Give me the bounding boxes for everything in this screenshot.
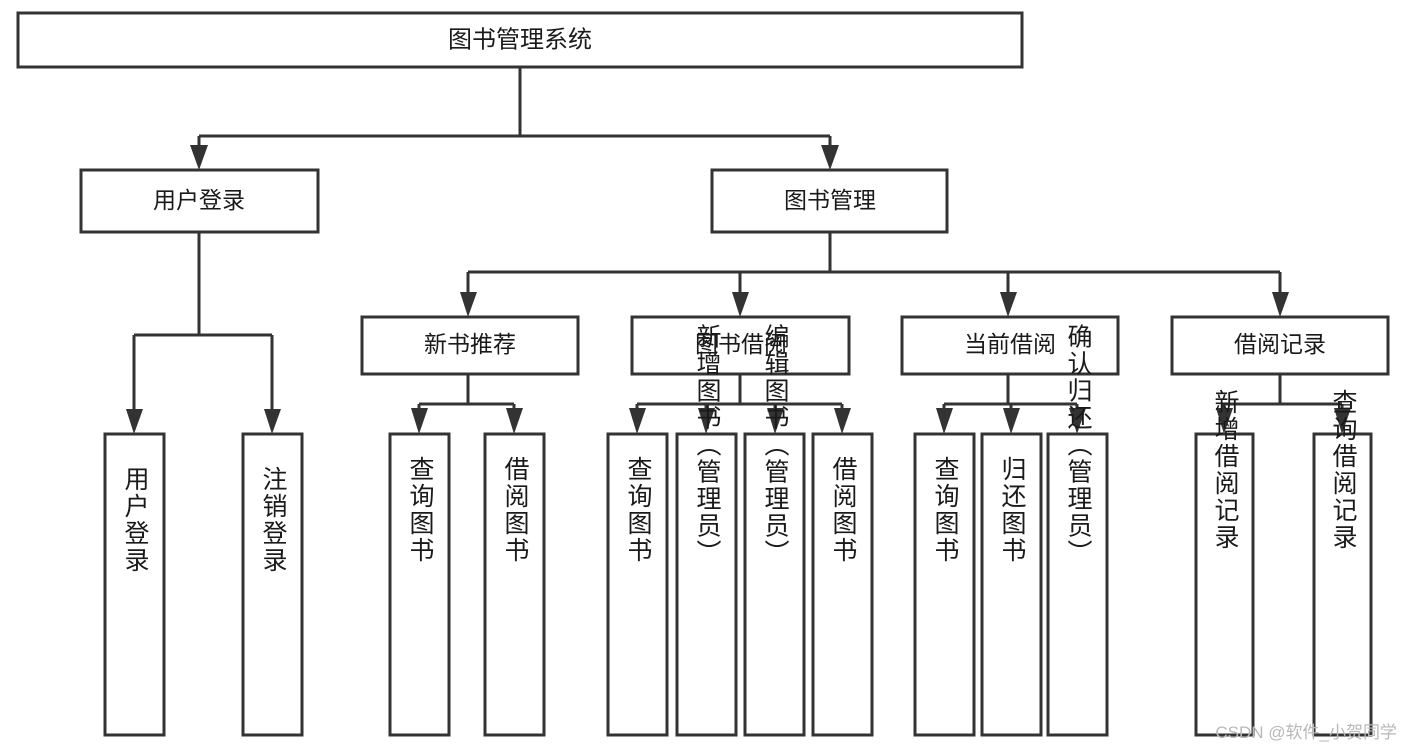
node-leaf-borrow-book-1-label: 借阅图书	[501, 456, 530, 564]
node-book-manage-box[interactable]	[710, 168, 949, 234]
node-leaf-logout-box[interactable]	[241, 432, 304, 737]
node-leaf-logout[interactable]: 注销登录	[241, 432, 304, 737]
arrow-head-leaf-return-book	[1003, 408, 1020, 434]
node-current-borrow[interactable]: 当前借阅	[900, 315, 1120, 376]
arrow-head-borrow-record	[1272, 292, 1289, 317]
node-borrow-record[interactable]: 借阅记录	[1170, 315, 1390, 376]
node-leaf-query-book-3-label: 查询图书	[931, 456, 960, 564]
arrow-head-user-login	[190, 145, 208, 170]
node-leaf-confirm-return-label: 确认归还（管理员）	[1064, 324, 1093, 567]
arrow-head-book-manage	[821, 145, 839, 170]
node-root-box[interactable]	[16, 11, 1024, 69]
node-book-borrow[interactable]: 图书借阅	[630, 315, 851, 376]
arrow-head-leaf-edit-book	[767, 408, 784, 434]
node-book-manage[interactable]: 图书管理	[710, 168, 949, 234]
node-leaf-query-book-3-box[interactable]	[913, 432, 976, 737]
node-leaf-add-record-label: 新增借阅记录	[1211, 389, 1240, 551]
node-leaf-return-book-box[interactable]	[980, 432, 1043, 737]
node-leaf-user-login[interactable]: 用户登录	[103, 432, 166, 737]
node-current-borrow-box[interactable]	[900, 315, 1120, 376]
arrow-head-leaf-user-login	[126, 409, 143, 434]
node-new-book-rec[interactable]: 新书推荐	[360, 315, 580, 376]
node-leaf-borrow-book-2[interactable]: 借阅图书	[811, 432, 874, 737]
arrow-head-leaf-add-book	[698, 408, 715, 434]
connector-layer	[126, 67, 1351, 434]
node-leaf-user-login-box[interactable]	[103, 432, 166, 737]
arrow-head-leaf-query-book-1	[411, 408, 428, 434]
node-user-login-label: 用户登录	[153, 187, 245, 213]
node-leaf-query-record-label: 查询借阅记录	[1329, 389, 1358, 551]
node-leaf-borrow-book-1[interactable]: 借阅图书	[483, 432, 546, 737]
node-leaf-add-record[interactable]: 新增借阅记录	[1194, 389, 1255, 737]
arrow-head-leaf-query-book-2	[629, 408, 646, 434]
arrow-head-current-borrow	[1000, 292, 1017, 317]
node-book-borrow-label: 图书借阅	[695, 331, 787, 357]
node-leaf-logout-label: 注销登录	[259, 466, 288, 574]
node-leaf-add-book-label: 新增图书（管理员）	[693, 324, 722, 567]
arrow-head-new-book-rec	[460, 292, 477, 317]
node-leaf-borrow-book-1-box[interactable]	[483, 432, 546, 737]
arrow-head-leaf-confirm-return	[1069, 408, 1086, 434]
node-leaf-edit-book-label: 编辑图书（管理员）	[761, 324, 790, 567]
node-leaf-add-record-box[interactable]	[1194, 432, 1255, 737]
node-leaf-query-book-1[interactable]: 查询图书	[388, 432, 451, 737]
node-leaf-return-book-label: 归还图书	[998, 456, 1027, 564]
node-leaf-query-book-2[interactable]: 查询图书	[606, 432, 669, 737]
node-leaf-add-book-box[interactable]	[675, 432, 738, 737]
node-leaf-query-record-box[interactable]	[1312, 432, 1373, 737]
node-leaf-confirm-return-box[interactable]	[1046, 432, 1109, 737]
arrow-head-leaf-borrow-book-1	[506, 408, 523, 434]
node-root-label: 图书管理系统	[448, 26, 592, 53]
node-user-login-box[interactable]	[79, 168, 320, 234]
node-current-borrow-label: 当前借阅	[964, 331, 1056, 357]
node-book-manage-label: 图书管理	[784, 187, 876, 213]
node-borrow-record-box[interactable]	[1170, 315, 1390, 376]
arrow-head-leaf-query-book-3	[936, 408, 953, 434]
node-leaf-edit-book[interactable]: 编辑图书（管理员）	[743, 324, 806, 737]
node-leaf-query-book-3[interactable]: 查询图书	[913, 432, 976, 737]
node-leaf-query-book-2-box[interactable]	[606, 432, 669, 737]
arrow-head-leaf-query-record	[1334, 408, 1351, 434]
arrow-head-leaf-logout	[264, 409, 281, 434]
node-new-book-rec-box[interactable]	[360, 315, 580, 376]
node-leaf-query-book-1-box[interactable]	[388, 432, 451, 737]
arrow-head-leaf-borrow-book-2	[834, 408, 851, 434]
node-leaf-borrow-book-2-box[interactable]	[811, 432, 874, 737]
node-leaf-borrow-book-2-label: 借阅图书	[829, 456, 858, 564]
node-user-login[interactable]: 用户登录	[79, 168, 320, 234]
node-leaf-add-book[interactable]: 新增图书（管理员）	[675, 324, 738, 737]
arrow-head-leaf-add-record	[1216, 408, 1233, 434]
node-borrow-record-label: 借阅记录	[1234, 331, 1326, 357]
node-root[interactable]: 图书管理系统	[16, 11, 1024, 69]
node-leaf-edit-book-box[interactable]	[743, 432, 806, 737]
node-leaf-query-record[interactable]: 查询借阅记录	[1312, 389, 1373, 737]
node-leaf-confirm-return[interactable]: 确认归还（管理员）	[1046, 324, 1109, 737]
node-new-book-rec-label: 新书推荐	[424, 331, 516, 357]
node-leaf-query-book-1-label: 查询图书	[406, 456, 435, 564]
node-book-borrow-box[interactable]	[630, 315, 851, 376]
node-leaf-return-book[interactable]: 归还图书	[980, 432, 1043, 737]
node-leaf-user-login-label: 用户登录	[121, 466, 150, 574]
node-leaf-query-book-2-label: 查询图书	[624, 456, 653, 564]
arrow-head-book-borrow	[732, 292, 749, 317]
